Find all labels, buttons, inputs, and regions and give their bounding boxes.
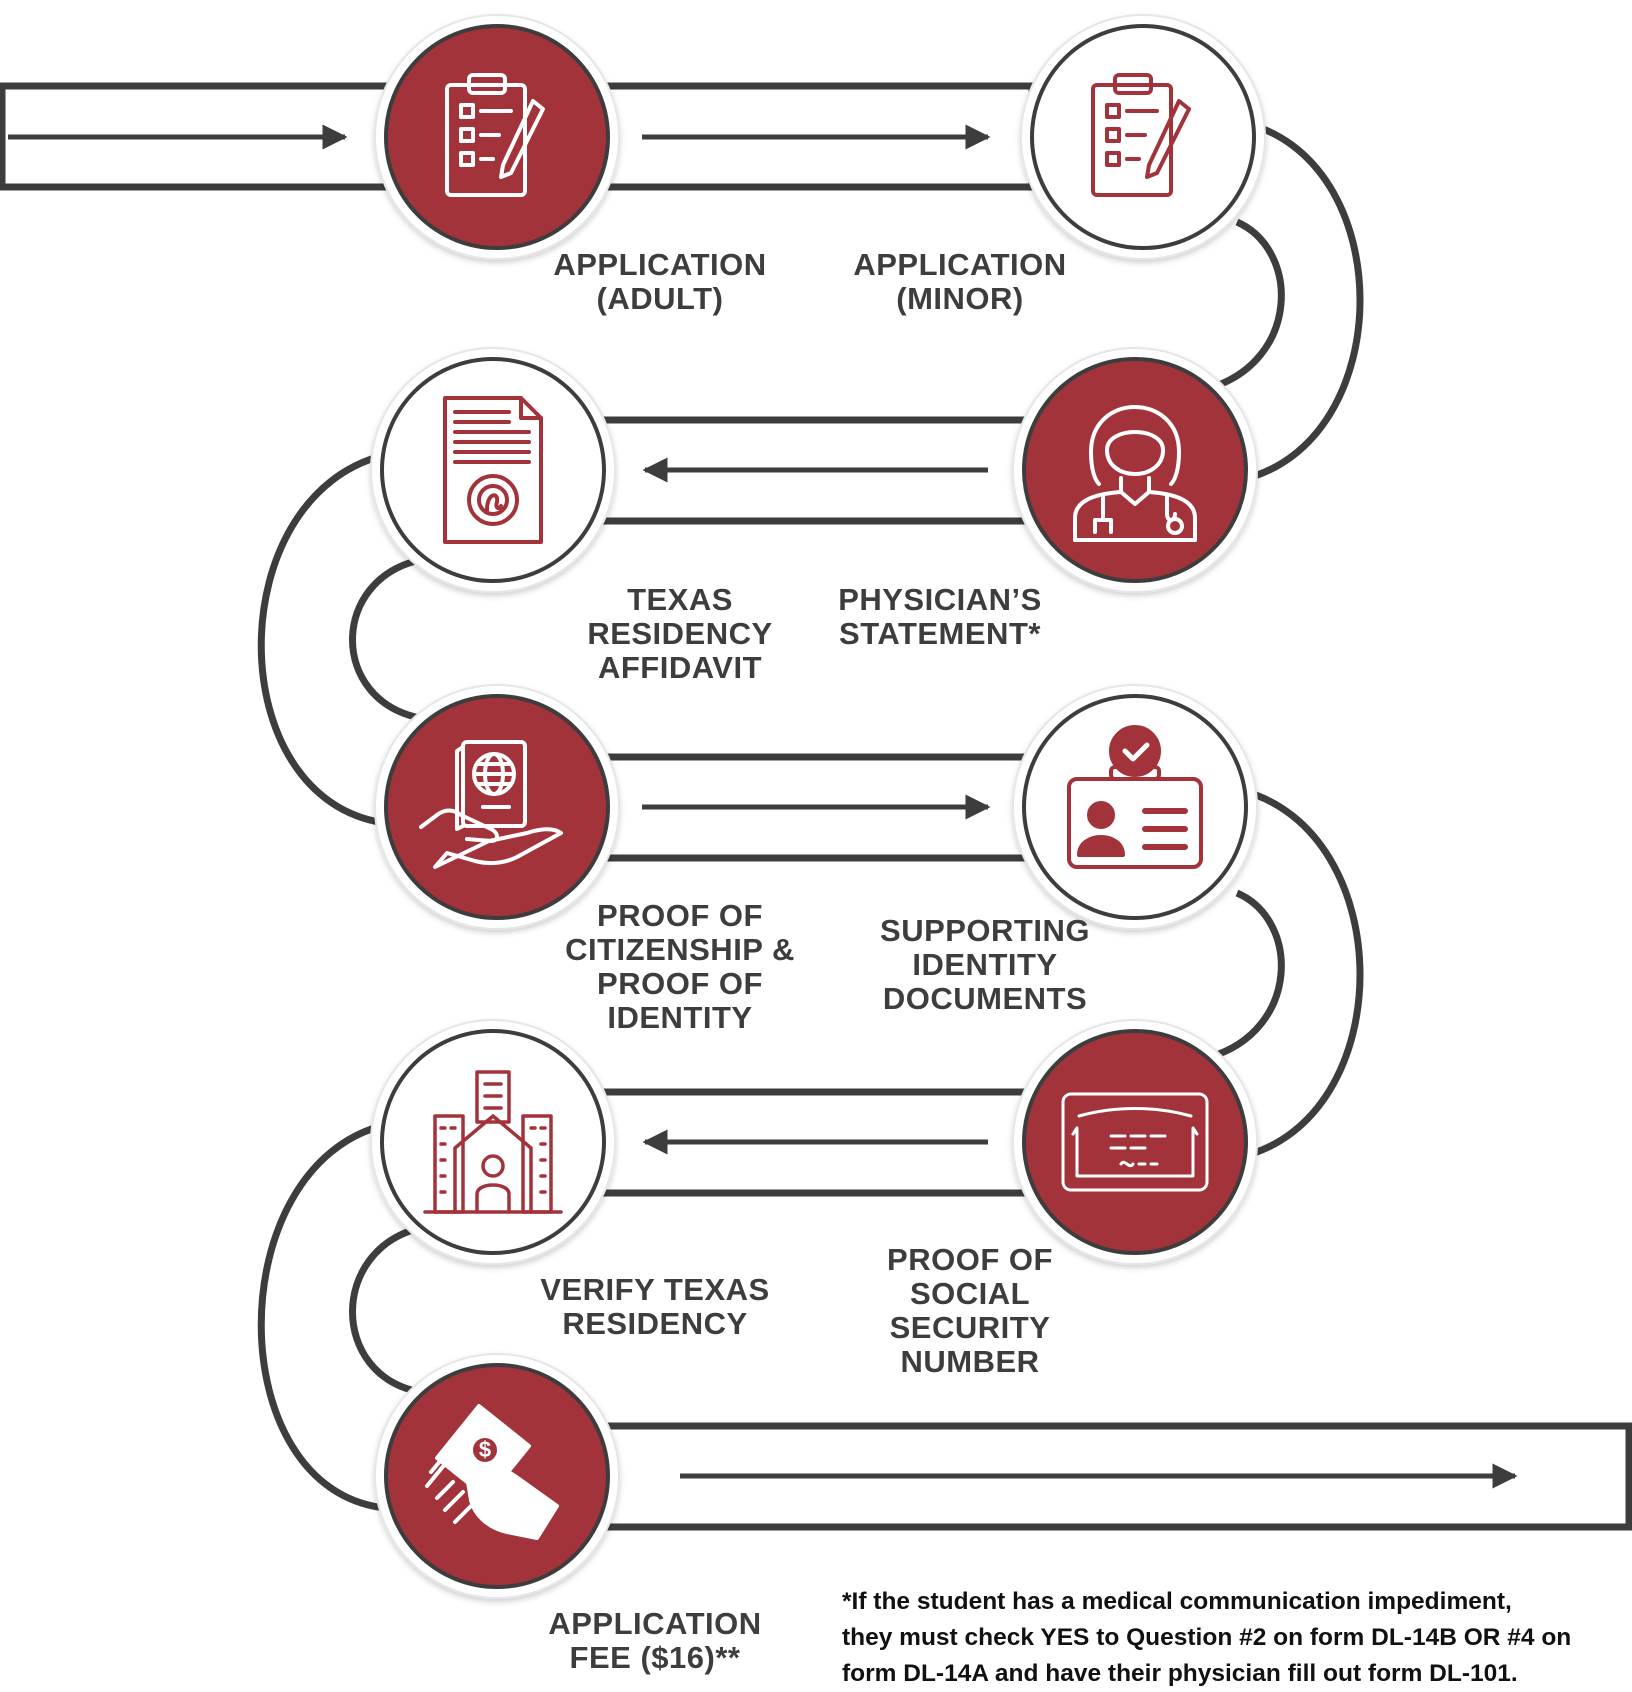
step-label-line: APPLICATION [553,247,767,282]
cash-in-hand-icon: $ [425,1404,559,1540]
step-circle [1022,1029,1248,1255]
step-label-line: STATEMENT* [839,616,1041,651]
step-label-line: IDENTITY [912,947,1058,982]
curve-left-inner-2 [349,1224,421,1396]
step-label-line: (MINOR) [896,281,1024,316]
step-label-line: (ADULT) [596,281,724,316]
step-label-line: TEXAS [627,582,733,617]
flow-arrows [8,124,1518,1489]
step-label-line: IDENTITY [607,1000,753,1035]
step-label-line: AFFIDAVIT [597,650,763,685]
curve-right-inner-1 [1208,218,1285,392]
curve-left-outer-1 [257,451,386,827]
step-circle [1022,357,1248,583]
step-label-line: PROOF OF [597,898,763,933]
step-label-line: APPLICATION [548,1606,762,1641]
footnote-line: *If the student has a medical communicat… [842,1588,1512,1615]
affidavit-document-icon [443,396,543,544]
clipboard-checklist-icon [445,73,545,197]
id-card-check-icon [1067,725,1203,869]
step-label-line: SECURITY [889,1310,1051,1345]
footnote-line: they must check YES to Question #2 on fo… [842,1624,1572,1651]
footnote: *If the student has a medical communicat… [842,1584,1632,1692]
step-circle [1022,694,1248,920]
flow-track [0,82,1632,1531]
curve-left-inner-1 [349,556,421,722]
step-label-line: RESIDENCY [562,1306,748,1341]
step-label-line: PHYSICIAN’S [838,582,1042,617]
step-icons: $ [419,73,1209,1540]
step-label: APPLICATION(ADULT) [535,248,785,316]
step-label-line: DOCUMENTS [882,981,1088,1016]
step-label-line: FEE ($16)** [569,1640,741,1675]
curve-right-outer-2 [1239,786,1364,1161]
clipboard-checklist-icon [1091,73,1191,197]
physician-icon [1073,405,1197,542]
step-label-line: CITIZENSHIP & [565,932,795,967]
step-label-line: RESIDENCY [587,616,773,651]
passport-in-hand-icon [419,740,563,869]
step-label-line: SUPPORTING [880,913,1090,948]
curve-right-outer-1 [1239,118,1364,484]
step-label-line: PROOF OF [887,1242,1053,1277]
city-residence-icon [423,1070,563,1214]
step-label-line: NUMBER [900,1344,1040,1379]
social-security-card-icon [1061,1092,1209,1192]
step-label-line: VERIFY TEXAS [540,1272,770,1307]
step-circle [380,357,606,583]
step-circle [380,1029,606,1255]
footnote-line: form DL-14A and have their physician fil… [842,1660,1518,1687]
svg-text:$: $ [479,1437,491,1462]
step-label-line: PROOF OF [597,966,763,1001]
step-label-line: SOCIAL [909,1276,1031,1311]
step-label-line: APPLICATION [853,247,1067,282]
curve-left-outer-2 [257,1121,386,1512]
step-label: APPLICATION(MINOR) [835,248,1085,316]
curve-right-inner-2 [1208,889,1285,1061]
